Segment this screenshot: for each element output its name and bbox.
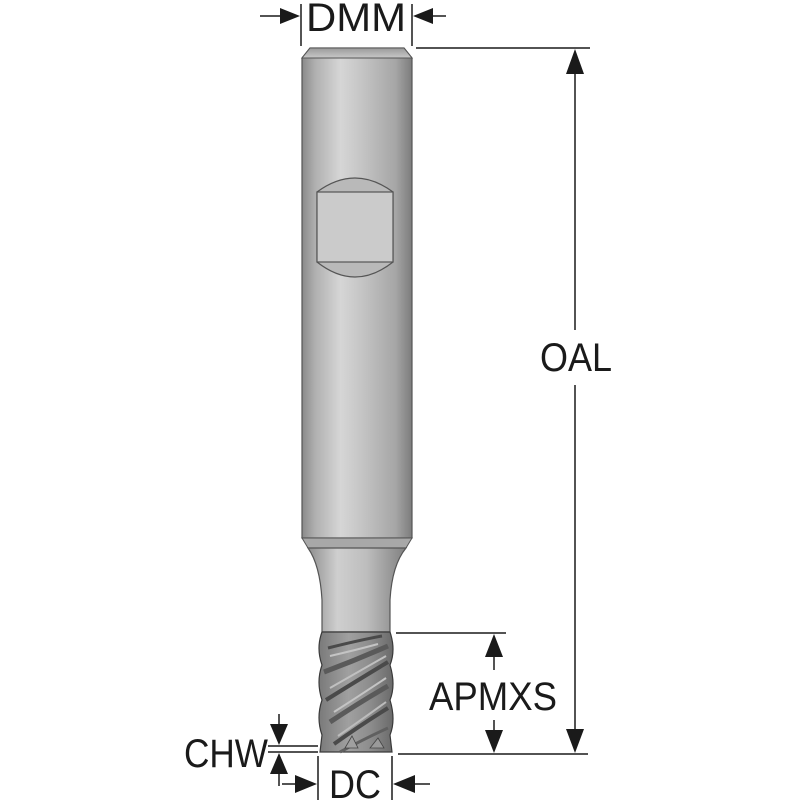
label-dc: DC <box>329 763 381 800</box>
dim-oal: OAL <box>416 47 612 753</box>
flutes <box>318 631 394 754</box>
arrow-right-icon <box>295 775 317 793</box>
label-apmxs: APMXS <box>429 675 557 719</box>
dim-chw: CHW <box>184 714 318 786</box>
dim-apmxs: APMXS <box>396 632 588 755</box>
label-dmm: DMM <box>306 0 406 40</box>
arrow-up-icon <box>485 634 503 657</box>
neck <box>306 547 408 633</box>
label-oal: OAL <box>540 336 612 380</box>
shank-bottom-chamfer <box>301 537 413 549</box>
arrow-left-icon <box>413 8 433 24</box>
shank <box>301 47 413 539</box>
arrow-down-icon <box>485 730 503 753</box>
shank-top-chamfer <box>300 47 414 59</box>
dim-dmm: DMM <box>260 0 446 46</box>
arrow-up-icon <box>566 49 584 74</box>
arrow-left-icon <box>393 775 415 793</box>
arrow-down-icon <box>270 724 288 745</box>
arrow-up-icon <box>270 753 288 774</box>
arrow-right-icon <box>280 8 300 24</box>
label-chw: CHW <box>184 732 268 776</box>
arrow-down-icon <box>566 729 584 753</box>
dim-dc: DC <box>282 756 430 800</box>
weldon-flat <box>316 177 394 278</box>
end-mill-tool <box>300 47 414 754</box>
